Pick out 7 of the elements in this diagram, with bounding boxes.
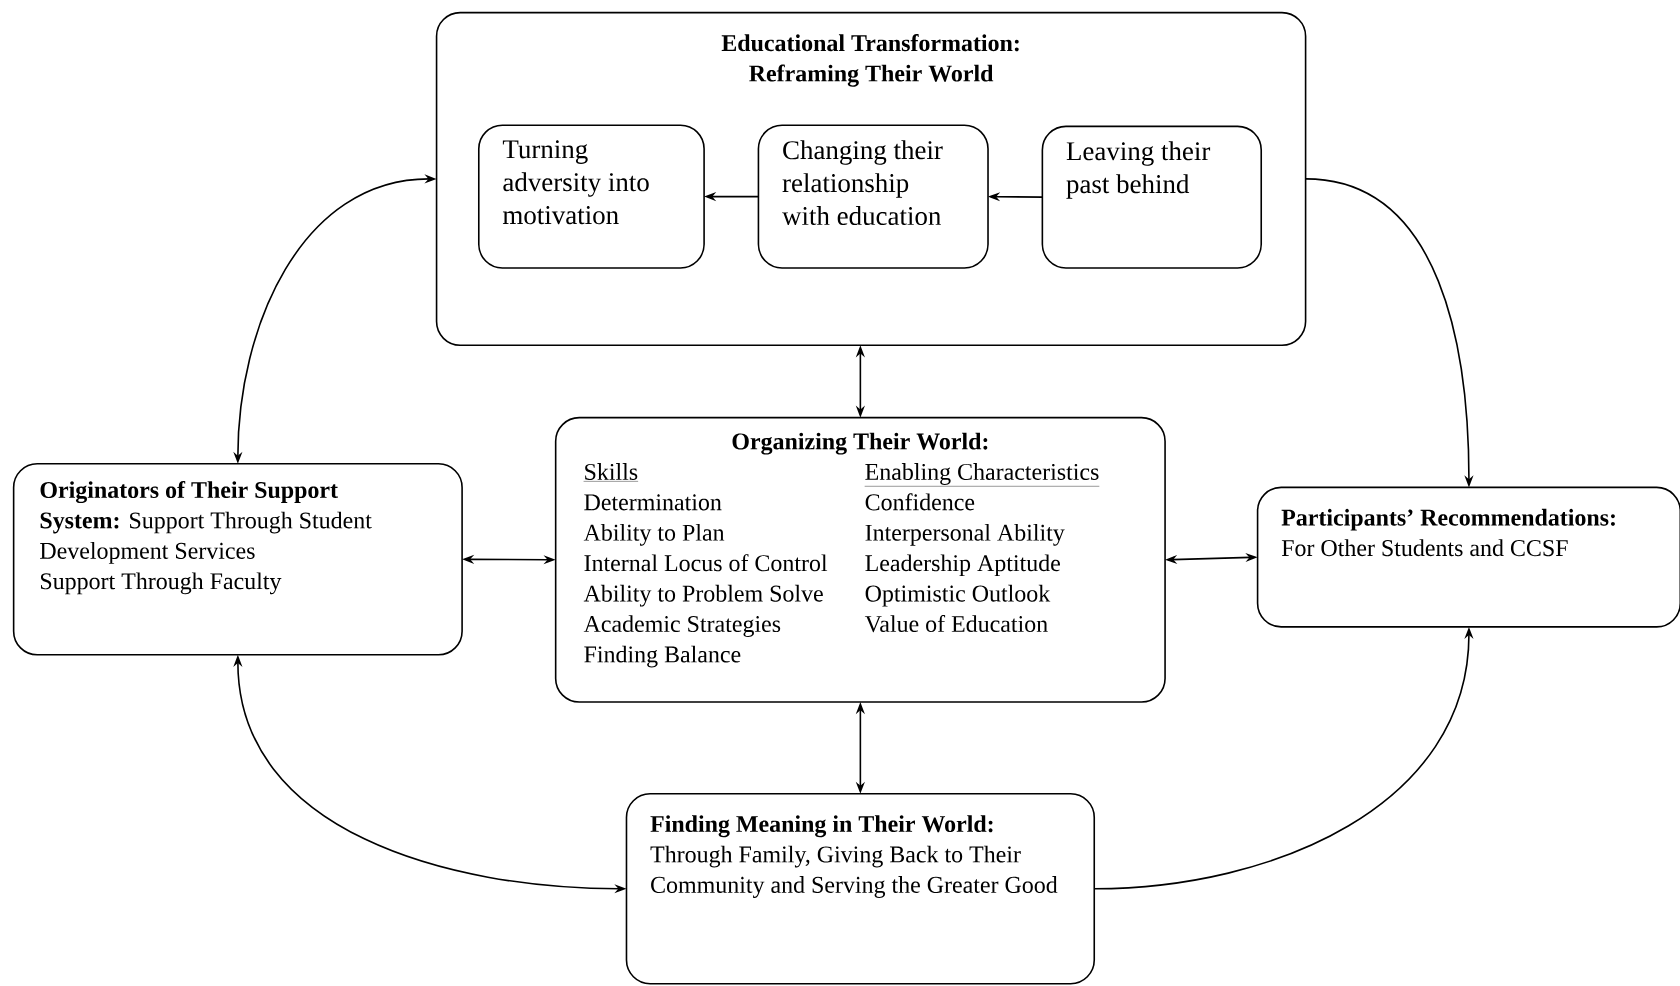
process-box: Organizing Their World: Skills Determination Ability to Plan Internal Locus of Control Ability to Problem Solve Academic Strategies Finding Balance Enabling Characteristics Confidence Interpersonal Ability Leadership Aptitude Optimistic Outlook Value of Education [554,417,1166,703]
process-box: Leaving their past behind [1041,125,1263,269]
process-box: Originators of Their Support System: Support Through Student Development Services Support Through Faculty [12,463,463,656]
process-box: Finding Meaning in Their World: Through Family, Giving Back to Their Community and Serving the Greater Good [625,793,1096,985]
process-box: Turning adversity into motivation [477,124,705,269]
process-box: Participants’ Recommendations: For Other Students and CCSF [1256,486,1680,628]
process-box: Changing their relationship with education [757,124,989,269]
